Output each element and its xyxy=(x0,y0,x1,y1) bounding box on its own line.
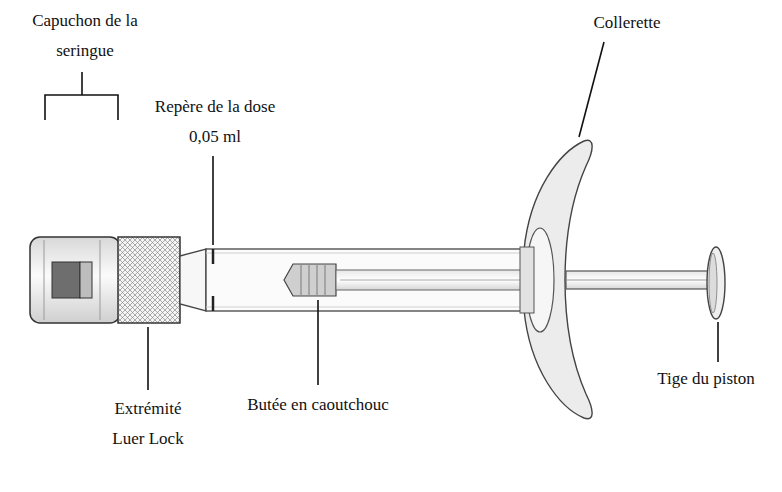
dose-mark xyxy=(213,249,214,311)
syringe-barrel xyxy=(180,249,528,311)
leader-line xyxy=(579,42,604,137)
rubber-stopper xyxy=(284,264,336,296)
part-label: Collerette xyxy=(572,8,682,38)
label-slot: Tige du piston xyxy=(636,364,776,394)
label-slot: Collerette xyxy=(572,8,682,38)
plunger-rod-inner xyxy=(336,270,528,290)
cap-bracket xyxy=(45,95,118,120)
label-slot: Extrémité Luer Lock xyxy=(103,394,193,454)
leader-line xyxy=(147,327,149,390)
part-label: Capuchon de la seringue xyxy=(22,6,148,66)
part-label: Extrémité Luer Lock xyxy=(103,394,193,454)
syringe-cap xyxy=(30,237,120,323)
leader-lines xyxy=(45,42,718,390)
label-slot: Capuchon de la seringue xyxy=(22,6,148,66)
leader-line xyxy=(81,72,83,95)
label-slot: Butée en caoutchouc xyxy=(218,390,418,420)
leader-line xyxy=(317,300,319,385)
luer-lock-collar xyxy=(118,237,180,323)
label-slot: Repère de la dose 0,05 ml xyxy=(140,92,290,152)
leader-line xyxy=(212,156,214,245)
plunger-rod xyxy=(566,247,725,319)
part-label: Tige du piston xyxy=(636,364,776,394)
leader-line xyxy=(717,322,719,362)
part-label: Repère de la dose 0,05 ml xyxy=(140,92,290,152)
part-label: Butée en caoutchouc xyxy=(218,390,418,420)
